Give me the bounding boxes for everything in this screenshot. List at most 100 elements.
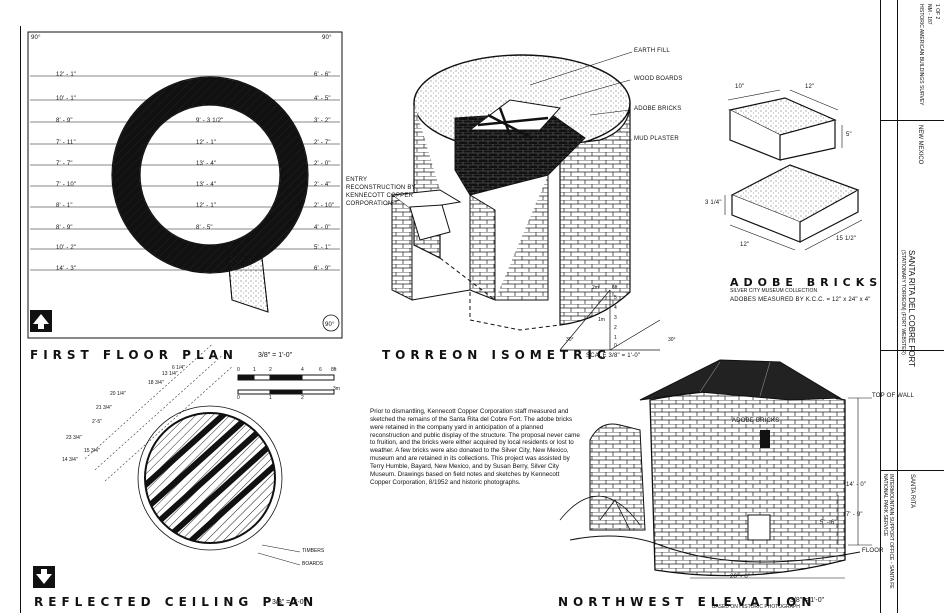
plan-dim-center: 13' - 4" — [196, 161, 217, 167]
adobe-dim: 12" — [805, 84, 815, 90]
elevation-dim: 20' - 0" — [730, 574, 751, 580]
adobe-dim: 10" — [735, 84, 745, 90]
first-floor-plan-scale: 3/8" = 1'-0" — [258, 352, 293, 359]
title-block-footer: NATIONAL PARK SERVICE — [882, 474, 888, 537]
plan-dim-right: 5' - 1" — [314, 245, 331, 251]
iso-scale-mark: 6ft — [612, 285, 618, 291]
elevation-dim: 7' - 9" — [846, 512, 863, 518]
plan-dim-left: 7' - 10" — [56, 182, 77, 188]
plan-dim-left: 8' - 9" — [56, 225, 73, 231]
adobe-bricks-title: ADOBE BRICKS — [730, 276, 883, 289]
plan-dim-left: 14' - 3" — [56, 266, 77, 272]
plan-dim-right: 6' - 6" — [314, 72, 331, 78]
first-floor-plan — [27, 31, 343, 339]
iso-scale — [559, 289, 661, 351]
plan-dim-left: 10' - 2" — [56, 245, 77, 251]
ceiling-dim: 20 1/4" — [110, 391, 126, 397]
plan-dim-left: 7' - 11" — [56, 140, 76, 146]
bar-scale-m: 1 — [269, 395, 272, 401]
title-block-sub: (STATIONARY TORREON) (FORT WEBSTER) — [900, 250, 906, 355]
torreon-isometric-scale: SCALE 3/8" = 1'-0" — [586, 353, 641, 359]
northwest-elevation-scale: 3/8" = 1'-0" — [790, 597, 825, 604]
northwest-elevation-subtitle: BASED ON HISTORIC PHOTOGRAPH — [712, 604, 800, 610]
bar-scale-m: 2 — [301, 395, 304, 401]
title-block: HISTORIC AMERICAN BUILDINGS SURVEY NM - … — [880, 0, 944, 613]
iso-scale-mark: 0 — [614, 343, 617, 349]
adobe-bricks-measured: ADOBES MEASURED BY K.C.C. = 12" x 24" x … — [730, 297, 871, 303]
bar-scale-m: 0 — [237, 395, 240, 401]
title-block-office: INTERMOUNTAIN SUPPORT OFFICE - SANTA FE — [888, 474, 894, 589]
elevation-dim: 5' - 6" — [820, 520, 837, 526]
ceiling-dim: 6 1/4" — [172, 365, 185, 371]
elevation-dim: 14' - 0" — [846, 482, 867, 488]
iso-scale-angle: 30° — [566, 337, 574, 343]
bar-scale-ft: 2 — [269, 367, 272, 373]
north-arrow — [30, 310, 52, 332]
plan-dim-center: 12' - 1" — [196, 140, 217, 146]
plan-dim-right: 3' - 2" — [314, 118, 331, 124]
timbers-label: TIMBERS — [302, 548, 325, 554]
ceiling-dim: 14 3/4" — [62, 457, 78, 463]
reflected-ceiling-plan-scale: 3/8" = 1'-0" — [272, 599, 307, 606]
plan-dim-center: 8' - 5" — [196, 225, 213, 231]
iso-scale-mark: 5 — [614, 295, 617, 301]
title-block-sheet: 1 OF 2 — [934, 4, 940, 20]
bar-scale-ft: 8ft — [331, 367, 337, 373]
adobe-dim: 3 1/4" — [705, 200, 722, 206]
iso-scale-mark: 1 — [614, 335, 617, 341]
elevation-adobe-bricks-label: ADOBE BRICKS — [732, 418, 780, 424]
iso-scale-mark: 3 — [614, 315, 617, 321]
plan-dim-left: 10' - 1" — [56, 96, 77, 102]
title-block-state: NEW MEXICO — [917, 125, 923, 165]
corner-angle-label: 90° — [322, 35, 332, 41]
plan-dim-left: 12' - 1" — [56, 72, 77, 78]
bar-scale-ft: 4 — [301, 367, 304, 373]
ceiling-dim: 18 3/4" — [148, 380, 164, 386]
title-block-survey-no: NM - 187 — [926, 4, 932, 25]
plan-dim-left: 7' - 7" — [56, 161, 73, 167]
iso-scale-angle: 30° — [668, 337, 676, 343]
iso-leaders — [384, 51, 633, 206]
ceiling-dim: 21 3/4" — [96, 405, 112, 411]
ceiling-dim: 15 3/4" — [84, 448, 100, 454]
floor-label: FLOOR — [862, 548, 884, 554]
earth-fill-label: EARTH FILL — [634, 48, 670, 54]
corner-angle-label: 90° — [31, 35, 41, 41]
plan-dim-right: 2' - 10" — [314, 203, 335, 209]
northwest-elevation-title: NORTHWEST ELEVATION — [558, 595, 817, 609]
plan-dim-right: 2' - 7" — [314, 140, 331, 146]
title-block-agency: HISTORIC AMERICAN BUILDINGS SURVEY — [918, 4, 924, 106]
plan-dim-center: 9' - 3 1/2" — [196, 118, 224, 124]
adobe-dim: 12" — [740, 242, 750, 248]
torreon-isometric-title: TORREON ISOMETRIC — [382, 348, 611, 362]
top-of-wall-label: TOP OF WALL — [872, 393, 915, 399]
bar-scale-m: 3m — [333, 386, 340, 392]
wood-boards-label: WOOD BOARDS — [634, 76, 683, 82]
iso-scale-mark: 1m — [598, 317, 605, 323]
project-note: Prior to dismantling, Kennecott Copper C… — [370, 408, 580, 486]
bar-scale-ft: 1 — [253, 367, 256, 373]
corner-angle-label: 90° — [325, 322, 335, 328]
plan-dim-center: 12' - 1" — [196, 203, 217, 209]
bar-scale-ft: 6 — [319, 367, 322, 373]
bar-scale-ft: 0 — [237, 367, 240, 373]
iso-scale-mark: 2m — [592, 285, 599, 291]
mud-plaster-label: MUD PLASTER — [634, 136, 679, 142]
plan-dim-right: 2' - 4" — [314, 182, 331, 188]
reflected-ceiling-plan-title: REFLECTED CEILING PLAN — [34, 595, 319, 609]
adobe-dim: 5" — [846, 132, 852, 138]
plan-dim-left: 8' - 1" — [56, 203, 73, 209]
iso-scale-mark: 2 — [614, 325, 617, 331]
sheet-border — [20, 26, 21, 613]
reflected-ceiling-plan — [33, 344, 301, 588]
title-block-name: SANTA RITA DEL COBRE FORT — [907, 250, 916, 368]
adobe-dim: 15 1/2" — [836, 236, 857, 242]
adobe-bricks-subtitle: SILVER CITY MUSEUM COLLECTION — [730, 288, 818, 294]
plan-dim-right: 2' - 0" — [314, 161, 331, 167]
plan-dim-left: 8' - 9" — [56, 118, 73, 124]
torreon-isometric — [384, 51, 661, 351]
plan-dim-right: 4' - 0" — [314, 225, 331, 231]
ceiling-dim: 23 3/4" — [66, 435, 82, 441]
